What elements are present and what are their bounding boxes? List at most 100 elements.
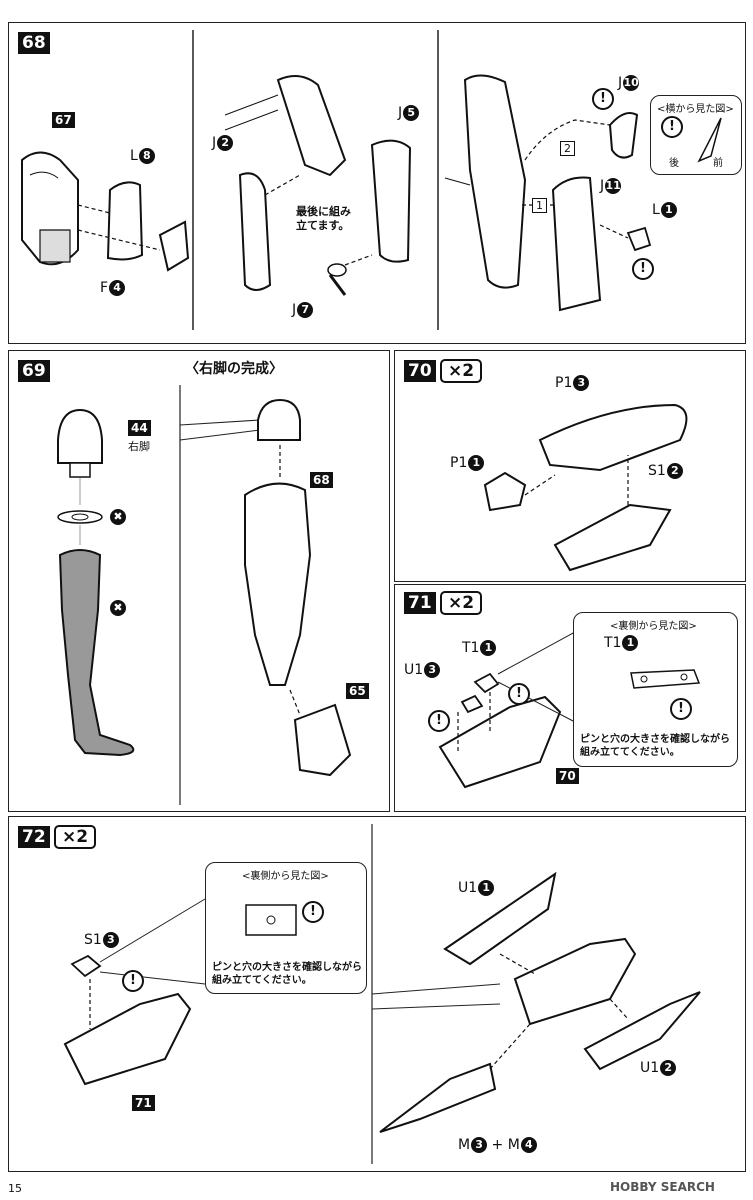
side-view-title: <横から見た図> <box>657 104 734 115</box>
label-M4-number: 4 <box>520 1137 537 1153</box>
label-U11-code: U1 <box>458 880 478 896</box>
label-L1-letter: L <box>652 202 660 218</box>
plus-sign: + <box>491 1137 504 1153</box>
ref-44-tag: 44 <box>128 420 151 436</box>
step-71-drawing <box>438 631 576 789</box>
order-1-box: 1 <box>532 198 547 213</box>
step-70-drawing <box>483 403 688 572</box>
back-view-callout-72: <裏側から見た図> ! ピンと穴の大きさを確認しながら 組み立ててください。 <box>205 862 367 994</box>
label-P11-number: 1 <box>468 455 485 471</box>
label-S12-number: 2 <box>666 463 683 479</box>
side-view-part <box>697 117 722 163</box>
step-71-multiplier: ×2 <box>440 591 483 615</box>
label-front: 前 <box>713 158 723 169</box>
order-2-box: 2 <box>560 141 575 156</box>
label-J5-number: 5 <box>403 105 420 121</box>
back-view-part <box>630 669 701 689</box>
label-J2-number: 2 <box>217 135 234 151</box>
label-J10-letter: J <box>618 75 623 91</box>
label-M3-code: M <box>458 1137 471 1153</box>
ref-68-tag: 68 <box>310 472 333 488</box>
label-L8-letter: L <box>130 148 138 164</box>
label-U12-code: U1 <box>640 1060 660 1076</box>
warning-icon: ! <box>632 258 654 280</box>
ref-67-tag: 67 <box>52 112 75 128</box>
label-L1-number: 1 <box>660 202 677 218</box>
note-assemble-last: 最後に組み 立てます。 <box>296 205 351 233</box>
not-used-x-icon: ✖ <box>110 509 126 525</box>
back-view-part <box>245 904 297 936</box>
warning-icon: ! <box>670 698 692 720</box>
label-J5-letter: J <box>398 105 403 121</box>
warning-icon: ! <box>508 683 530 705</box>
label-J11-number: 11 <box>605 178 622 194</box>
label-U13-number: 3 <box>424 662 441 678</box>
label-M4-code: M <box>507 1137 520 1153</box>
label-S13-number: 3 <box>102 932 119 948</box>
warning-icon: ! <box>302 901 324 923</box>
step-69-number: 69 <box>18 360 50 382</box>
label-F4-letter: F <box>100 280 109 296</box>
label-J7-letter: J <box>292 302 297 318</box>
label-P11-code: P1 <box>450 455 468 471</box>
warning-icon: ! <box>428 710 450 732</box>
label-T11-code: T1 <box>462 640 480 656</box>
label-right-leg: 右脚 <box>128 440 150 453</box>
warning-icon: ! <box>122 970 144 992</box>
pin-hole-note: ピンと穴の大きさを確認しながら 組み立ててください。 <box>212 962 362 986</box>
step-72-drawing <box>63 824 701 1164</box>
step-69-drawing <box>57 385 352 805</box>
back-view-title: <裏側から見た図> <box>610 621 697 632</box>
watermark: HOBBY SEARCH <box>610 1180 715 1194</box>
ref-70-tag: 70 <box>556 768 579 784</box>
back-view-title: <裏側から見た図> <box>242 871 329 882</box>
label-J11-letter: J <box>600 178 605 194</box>
label-U11-number: 1 <box>478 880 495 896</box>
divider-lines-68 <box>21 30 652 330</box>
step-72-multiplier: ×2 <box>54 825 97 849</box>
label-S13-code: S1 <box>84 932 102 948</box>
warning-icon: ! <box>592 88 614 110</box>
ref-65-tag: 65 <box>346 683 369 699</box>
label-M3-number: 3 <box>471 1137 488 1153</box>
label-L8-number: 8 <box>138 148 155 164</box>
label-U12-number: 2 <box>660 1060 677 1076</box>
label-F4-number: 4 <box>109 280 126 296</box>
label-T11-number: 1 <box>480 640 497 656</box>
ref-71-tag: 71 <box>132 1095 155 1111</box>
label-U13-code: U1 <box>404 662 424 678</box>
step-70-multiplier: ×2 <box>440 359 483 383</box>
label-T1-back-code: T1 <box>604 635 622 651</box>
label-back: 後 <box>669 158 679 169</box>
step-72-number: 72 <box>18 826 50 848</box>
label-S12-code: S1 <box>648 463 666 479</box>
label-J10: J10 <box>618 75 640 91</box>
right-leg-complete-title: 〈右脚の完成〉 <box>185 361 283 377</box>
label-P13-number: 3 <box>573 375 590 391</box>
label-J7-number: 7 <box>297 302 314 318</box>
warning-icon: ! <box>661 116 683 138</box>
label-T1-back-number: 1 <box>622 635 639 651</box>
label-J10-number: 10 <box>623 75 640 91</box>
step-70-number: 70 <box>404 360 436 382</box>
label-J11: J11 <box>600 178 622 194</box>
pin-hole-note: ピンと穴の大きさを確認しながら 組み立ててください。 <box>580 734 730 758</box>
not-used-x-icon: ✖ <box>110 600 126 616</box>
step-68-number: 68 <box>18 32 50 54</box>
